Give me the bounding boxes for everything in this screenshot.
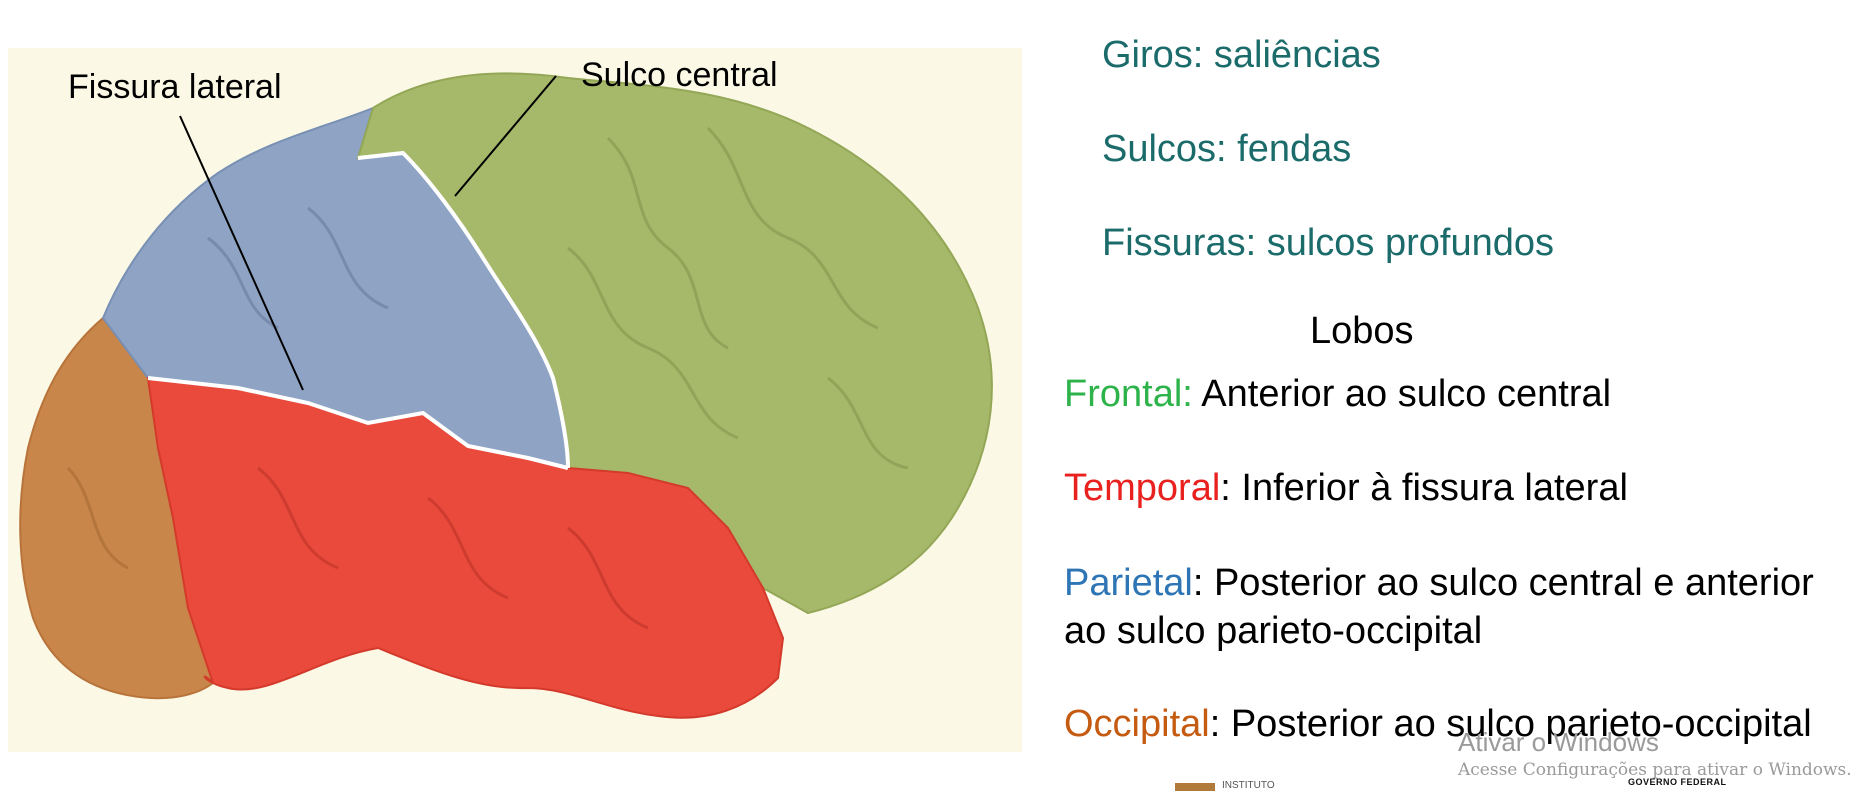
fissura-lateral-label: Fissura lateral (68, 68, 282, 106)
definition-sulcos: Sulcos: fendas (1102, 128, 1352, 170)
institute-text: INSTITUTO (1222, 780, 1275, 791)
lobe-frontal: Frontal: Anterior ao sulco central (1064, 370, 1854, 418)
lobe-desc-occipital: : Posterior ao sulco parieto-occipital (1209, 703, 1812, 745)
lobe-parietal: Parietal: Posterior ao sulco central e a… (1064, 559, 1854, 655)
lobos-heading: Lobos (1310, 310, 1414, 352)
lobe-temporal: Temporal: Inferior à fissura lateral (1064, 464, 1854, 512)
gyri-texture (66, 126, 909, 630)
institute-logo (1175, 783, 1215, 791)
fissura-pointer-line (179, 115, 304, 391)
brain-illustration (19, 72, 993, 719)
lobe-name-parietal: Parietal (1064, 562, 1193, 604)
definition-fissuras: Fissuras: sulcos profundos (1102, 222, 1554, 264)
temporal-lobe (146, 376, 785, 719)
lobe-occipital: Occipital: Posterior ao sulco parieto-oc… (1064, 700, 1854, 748)
lobe-desc-frontal: Anterior ao sulco central (1192, 373, 1612, 415)
lobe-name-occipital: Occipital (1064, 703, 1210, 745)
lobe-name-temporal: Temporal (1064, 467, 1221, 509)
sulco-pointer-line (454, 75, 557, 197)
sulco-central-label: Sulco central (581, 56, 778, 94)
lobe-desc-temporal: : Inferior à fissura lateral (1220, 467, 1628, 509)
lobe-name-frontal: Frontal: (1064, 373, 1193, 415)
lobe-desc-parietal: : Posterior ao sulco central e anterior … (1064, 562, 1814, 652)
activation-watermark-title: Ativar o Windows (1458, 727, 1659, 757)
brain-figure: Fissura lateral Sulco central (8, 48, 1022, 752)
government-text: GOVERNO FEDERAL (1628, 777, 1727, 787)
lateral-fissure-line (147, 376, 569, 470)
occipital-lobe (19, 316, 215, 700)
central-sulcus-line (357, 150, 570, 469)
activation-watermark-subtitle: Acesse Configurações para ativar o Windo… (1458, 760, 1852, 780)
definition-giros: Giros: saliências (1102, 34, 1381, 76)
